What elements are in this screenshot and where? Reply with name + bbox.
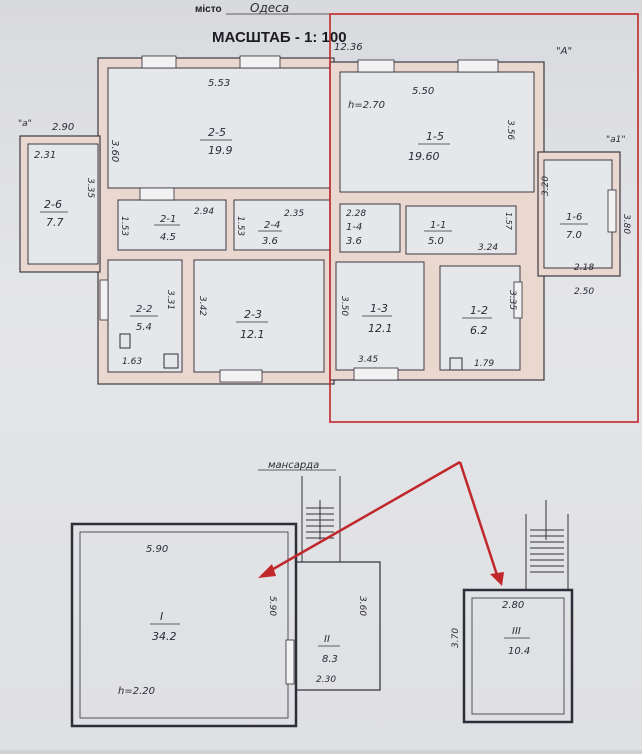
room-1-1-id: 1-1 [430, 220, 446, 231]
room-I-id: I [160, 610, 163, 623]
dim-1-2-h: 3.35 [507, 290, 517, 310]
dim-2-1-h: 1.53 [119, 216, 129, 236]
dim-1-1-h: 1.57 [504, 212, 513, 231]
room-1-4-area: 3.6 [346, 236, 362, 247]
room-1-6 [543, 159, 613, 269]
dim-1-6-w: 2.18 [574, 263, 594, 273]
dim-2-6-top: 2.90 [52, 122, 74, 133]
room-1-2-id: 1-2 [470, 304, 488, 317]
dim-1-3-w: 3.45 [358, 355, 378, 365]
room-2-6-id: 2-6 [44, 198, 62, 211]
room-II-id: II [324, 634, 330, 645]
room-1-4 [339, 203, 401, 253]
attic-dim-2-h: 3.60 [357, 596, 367, 616]
dim-1-4-w: 2.28 [346, 209, 366, 219]
staircase-left [301, 476, 341, 562]
dim-1-6-w2: 3.80 [621, 214, 631, 234]
dim-2-2-w: 1.63 [122, 357, 142, 367]
dim-1-6-w3: 2.50 [574, 287, 594, 297]
room-2-6 [27, 143, 99, 265]
attic-dim-3-w: 2.80 [502, 600, 524, 611]
room-1-1-area: 5.0 [428, 236, 444, 247]
room-1-3-area: 12.1 [368, 322, 393, 335]
dim-2-1-w: 2.94 [194, 207, 214, 217]
marker-a-left: "а" [18, 119, 32, 129]
room-I-area: 34.2 [152, 630, 177, 643]
marker-a-right: "А" [556, 46, 572, 57]
dim-2-6-inner: 2.31 [34, 150, 56, 161]
room-2-3-area: 12.1 [240, 328, 265, 341]
room-1-6-id: 1-6 [566, 212, 582, 223]
dim-2-2-h: 3.31 [165, 290, 175, 310]
room-2-3-id: 2-3 [244, 308, 262, 321]
room-2-5-area: 19.9 [208, 144, 233, 157]
dim-2-5-left: 3.60 [109, 140, 120, 162]
room-1-4-id: 1-4 [346, 222, 362, 233]
dim-1-1-w: 3.24 [478, 243, 498, 253]
dim-2-5-top: 5.53 [208, 78, 230, 89]
room-1-2-area: 6.2 [470, 324, 488, 337]
attic-label: мансарда [268, 460, 319, 471]
marker-a1: "а1" [606, 135, 626, 145]
room-2-2-id: 2-2 [136, 304, 152, 315]
dim-2-4-w: 2.35 [284, 209, 304, 219]
room-1-1 [405, 205, 517, 255]
room-1-6-area: 7.0 [566, 230, 582, 241]
room-1-5-area: 19.60 [408, 150, 440, 163]
attic-plan: мансарда 5.90 5.90 I 34.2 h=2.20 3.60 II… [70, 460, 574, 728]
room-2-4-id: 2-4 [264, 220, 280, 231]
right-building-plan: "А" 12.36 5.50 h=2.70 3.56 1-5 19.60 2.2… [329, 42, 631, 381]
dim-2-4-h: 1.53 [235, 216, 245, 236]
attic-dim-1-h: 5.90 [267, 596, 277, 616]
highlight-box [329, 13, 639, 423]
left-building-plan: 5.53 3.60 2-5 19.9 "а" 2.90 2.31 3.35 2-… [18, 55, 335, 385]
attic-dim-2-w: 2.30 [316, 675, 336, 685]
room-2-5 [107, 67, 331, 189]
room-2-6-area: 7.7 [46, 216, 64, 229]
dim-2-3-h: 3.42 [197, 296, 207, 316]
attic-dim-3-h: 3.70 [451, 628, 461, 648]
dim-1-2-w: 1.79 [474, 359, 494, 369]
room-2-4 [233, 199, 331, 251]
dim-1-6-h: 3.20 [541, 176, 551, 196]
dim-2-6-h: 3.35 [85, 178, 95, 198]
room-2-3 [193, 259, 325, 373]
dim-1-5-h: 3.56 [505, 120, 515, 140]
attic-dim-1-w: 5.90 [146, 544, 168, 555]
dim-1-5-top: 5.50 [412, 86, 434, 97]
room-2-5-id: 2-5 [208, 126, 226, 139]
staircase-right [525, 500, 569, 590]
room-2-4-area: 3.6 [262, 236, 278, 247]
room-1-3-id: 1-3 [370, 302, 388, 315]
attic-height: h=2.20 [118, 686, 155, 697]
room-1-5-id: 1-5 [426, 130, 444, 143]
height-note: h=2.70 [348, 100, 385, 111]
dim-1-3-h: 3.50 [339, 296, 349, 316]
room-2-2-area: 5.4 [136, 322, 152, 333]
room-2-1-area: 4.5 [160, 232, 176, 243]
room-2-1-id: 2-1 [160, 214, 176, 225]
room-III-area: 10.4 [508, 646, 530, 657]
city-label: місто [195, 4, 222, 15]
scale-title: МАСШТАБ - 1: 100 [212, 29, 347, 46]
city-value: Одеса [250, 1, 289, 15]
room-III-id: III [512, 626, 521, 637]
room-II-area: 8.3 [322, 654, 338, 665]
annotation-arrows [258, 460, 504, 586]
dim-total-top: 12.36 [334, 42, 363, 53]
room-1-5 [339, 71, 535, 193]
